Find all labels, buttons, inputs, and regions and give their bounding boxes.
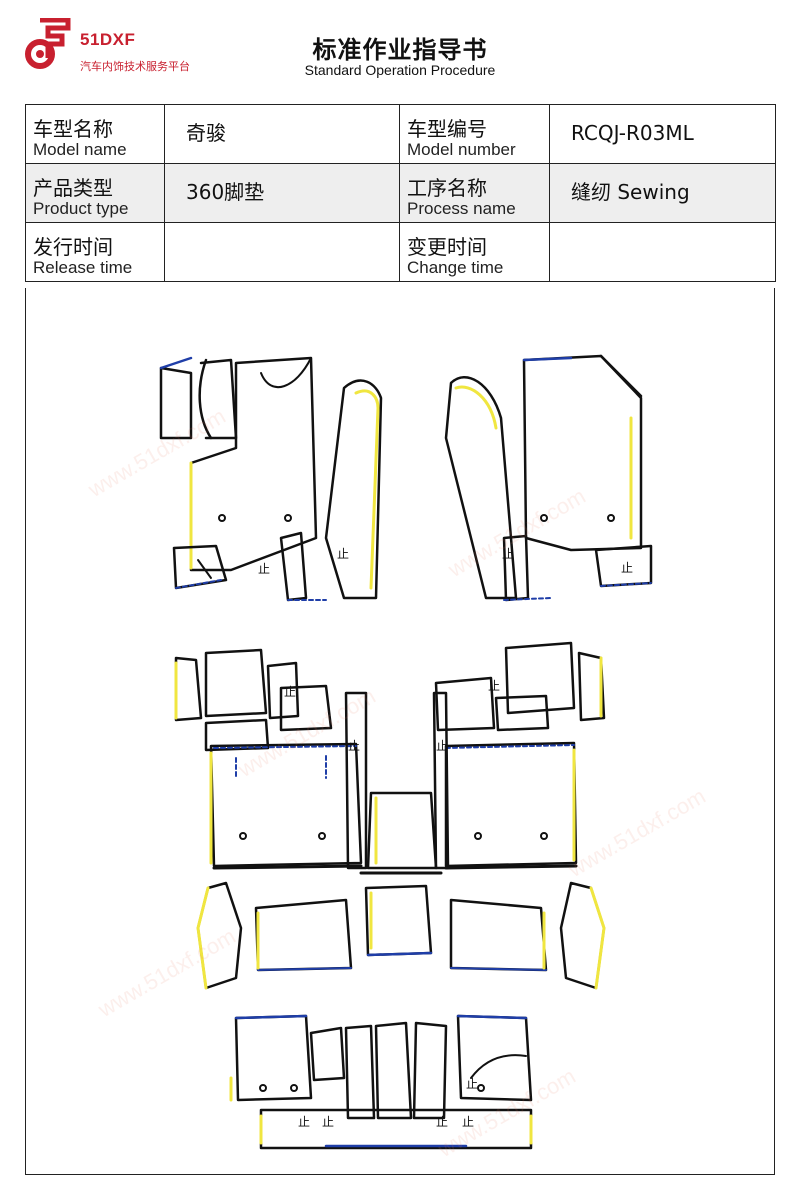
front-left-mat-pieces: 止 止 [159,356,383,602]
stop-mark-13: 止 [466,1077,478,1091]
model-name-label-en: Model name [33,140,127,159]
rear-mat-pieces: 止 止 止 止 止 [229,1014,533,1150]
process-name-label-cn: 工序名称 [407,176,487,200]
stop-mark-12: 止 [462,1115,474,1129]
center-tunnel-pieces [359,791,443,957]
stop-mark-9: 止 [298,1115,310,1129]
middle-right-mat-pieces: 止 止 [432,641,606,870]
model-number-label-en: Model number [407,140,516,159]
product-type-label-cn: 产品类型 [33,176,113,200]
document-subtitle: Standard Operation Procedure [304,62,496,78]
stop-mark-7: 止 [436,739,448,753]
model-number-label-cell: 车型编号 Model number [399,104,550,164]
rear-side-mat-pieces [196,881,606,990]
pattern-drawing-area: 止 止 止 止 [25,288,775,1175]
stop-mark-3: 止 [502,547,514,561]
51dxf-logo-icon [25,18,71,69]
info-row-product: 产品类型 Product type 360脚垫 工序名称 Process nam… [25,163,776,223]
change-time-value-cell [549,222,776,282]
change-time-label-cell: 变更时间 Change time [399,222,550,282]
front-right-mat-pieces: 止 止 [444,354,653,602]
brand-subtitle: 汽车内饰技术服务平台 [80,60,190,73]
stop-mark-8: 止 [488,679,500,693]
info-row-model: 车型名称 Model name 奇骏 车型编号 Model number RCQ… [25,104,776,164]
floor-mat-pattern-drawing: 止 止 止 止 [159,354,653,1150]
middle-left-mat-pieces: 止 止 [174,648,368,870]
info-row-time: 发行时间 Release time 变更时间 Change time [25,222,776,282]
product-type-label-en: Product type [33,199,129,218]
document-title: 标准作业指导书 [312,36,488,64]
release-time-label-en: Release time [33,258,133,277]
stop-mark-10: 止 [322,1115,334,1129]
stop-mark-11: 止 [436,1115,448,1129]
stop-mark-6: 止 [348,739,360,753]
model-name-value-cell: 奇骏 [164,104,400,164]
document-header: 51DXF 汽车内饰技术服务平台 标准作业指导书 Standard Operat… [0,0,800,100]
info-table: 车型名称 Model name 奇骏 车型编号 Model number RCQ… [25,104,776,282]
release-time-value-cell [164,222,400,282]
product-type-value-cell: 360脚垫 [164,163,400,223]
stop-mark-4: 止 [621,561,633,575]
model-number-value-cell: RCQJ-R03ML [549,104,776,164]
brand-name: 51DXF [80,30,136,49]
model-name-label-cn: 车型名称 [33,117,113,141]
process-name-label-cell: 工序名称 Process name [399,163,550,223]
change-time-label-en: Change time [407,258,504,277]
stop-mark-1: 止 [258,562,270,576]
product-type-label-cell: 产品类型 Product type [25,163,165,223]
stop-mark-5: 止 [284,685,296,699]
process-name-value-cell: 缝纫 Sewing [549,163,776,223]
process-name-label-en: Process name [407,199,516,218]
product-type-value: 360脚垫 [186,180,265,204]
model-number-value: RCQJ-R03ML [571,121,694,145]
change-time-label-cn: 变更时间 [407,235,487,259]
stop-mark-2: 止 [337,547,349,561]
model-number-label-cn: 车型编号 [407,117,487,141]
release-time-label-cell: 发行时间 Release time [25,222,165,282]
model-name-label-cell: 车型名称 Model name [25,104,165,164]
process-name-value: 缝纫 Sewing [571,180,690,204]
release-time-label-cn: 发行时间 [33,235,113,259]
model-name-value: 奇骏 [186,121,226,145]
